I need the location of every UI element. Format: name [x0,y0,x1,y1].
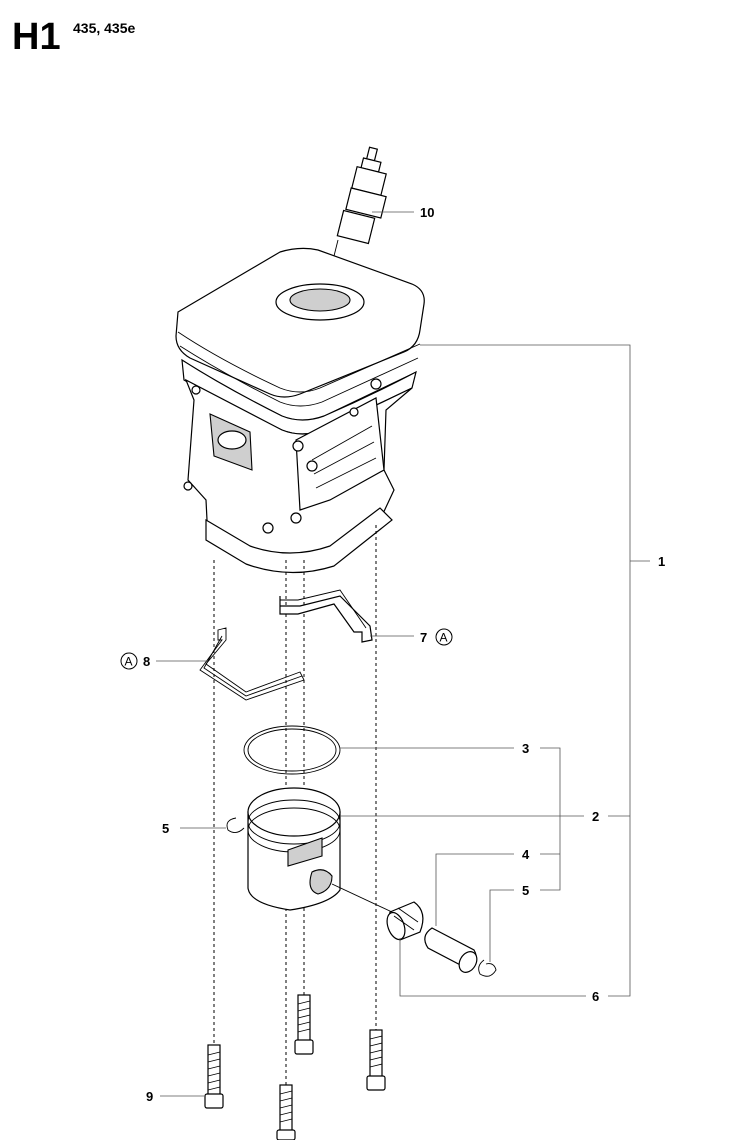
leader-lines [156,211,650,1097]
spark-plug[interactable] [317,146,387,321]
callout-7[interactable]: 7 [420,630,427,645]
circlip-left[interactable] [226,817,245,833]
callout-5-left[interactable]: 5 [162,821,169,836]
piston[interactable] [247,787,341,911]
callout-5-right[interactable]: 5 [522,883,529,898]
page-code: H1 [12,16,61,58]
callout-4[interactable]: 4 [522,847,530,862]
screw-middle[interactable] [294,994,314,1055]
piston-pin[interactable] [424,927,481,976]
screw-left[interactable] [204,1044,224,1109]
callout-2[interactable]: 2 [592,809,599,824]
model-list: 435, 435e [73,20,136,36]
callout-6[interactable]: 6 [592,989,599,1004]
screw-right[interactable] [366,1029,386,1091]
callout-8[interactable]: 8 [143,654,150,669]
cylinder[interactable] [175,247,425,574]
callout-3[interactable]: 3 [522,741,529,756]
piston-ring[interactable] [243,725,341,775]
marker-a-circle-8 [120,652,138,670]
piston-pin-axis [331,883,393,913]
callout-9[interactable]: 9 [146,1089,153,1104]
screw-front[interactable] [276,1084,296,1140]
marker-a-circle-7 [435,628,453,646]
gasket-upper[interactable] [279,589,373,643]
callout-1[interactable]: 1 [658,554,665,569]
gasket-lower[interactable] [199,627,305,701]
marker-a-7: A [440,631,448,645]
needle-bearing[interactable] [384,901,424,942]
marker-a-8: A [125,655,133,669]
callout-10[interactable]: 10 [420,205,434,220]
circlip-right[interactable] [478,959,497,977]
